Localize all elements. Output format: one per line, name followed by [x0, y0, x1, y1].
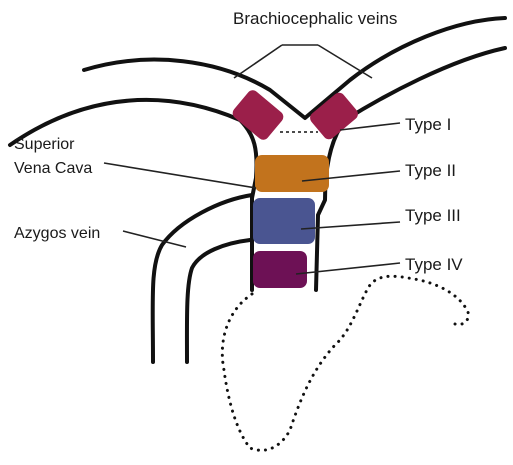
type-ii-label: Type II — [405, 161, 456, 180]
svc-leader — [104, 163, 256, 188]
type-iv-leader — [296, 263, 400, 274]
right-atrium-outline — [222, 276, 468, 450]
type-iv-block — [253, 251, 307, 288]
type-i-right-block — [308, 90, 361, 142]
type-iii-label: Type III — [405, 206, 461, 225]
azygos-vein-inner-wall — [187, 240, 250, 362]
azygos-vein-outer-wall — [153, 195, 252, 362]
type-i-label: Type I — [405, 115, 451, 134]
brachiocephalic-leader-left — [234, 45, 282, 78]
azygos-leader — [123, 231, 186, 247]
type-iv-label: Type IV — [405, 255, 463, 274]
brachiocephalic-veins-label: Brachiocephalic veins — [233, 9, 397, 28]
type-ii-block — [255, 155, 329, 192]
type-iii-block — [253, 198, 315, 244]
azygos-vein-label: Azygos vein — [14, 225, 100, 242]
svc-label-line1: Superior — [14, 136, 75, 153]
svc-label-line2: Vena Cava — [14, 160, 92, 177]
brachiocephalic-leader-right — [318, 45, 372, 78]
